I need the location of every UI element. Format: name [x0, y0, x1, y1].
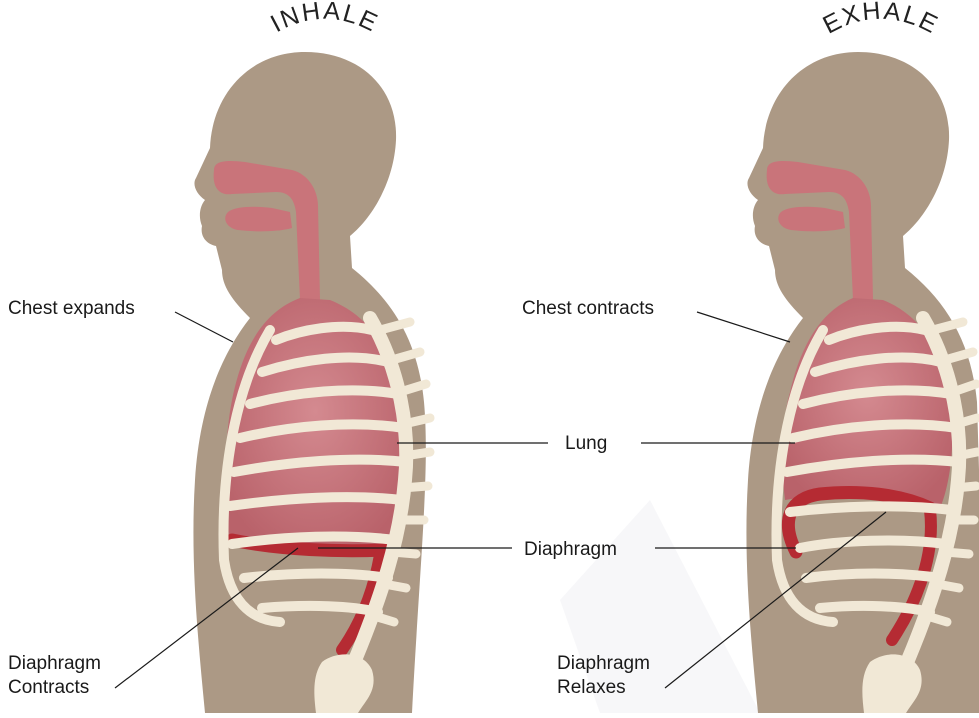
label-chest-expands: Chest expands	[8, 297, 135, 321]
label-diaphragm-relaxes: Diaphragm Relaxes	[557, 652, 650, 700]
label-diaphragm-contracts-line1: Diaphragm	[8, 652, 101, 676]
label-diaphragm-contracts-line2: Contracts	[8, 676, 101, 700]
label-diaphragm-relaxes-line1: Diaphragm	[557, 652, 650, 676]
exhale-figure	[746, 52, 979, 713]
leader-chest-contracts	[697, 312, 790, 342]
inhale-figure	[193, 52, 430, 713]
exhale-title: EXHALE	[818, 0, 943, 40]
label-diaphragm-contracts: Diaphragm Contracts	[8, 652, 101, 700]
exhale-mouth-cavity	[778, 207, 845, 232]
label-diaphragm: Diaphragm	[524, 538, 617, 562]
label-diaphragm-relaxes-line2: Relaxes	[557, 676, 650, 700]
inhale-title: INHALE	[266, 0, 383, 38]
leader-chest-expands	[175, 312, 233, 342]
label-chest-contracts: Chest contracts	[522, 297, 654, 321]
inhale-mouth-cavity	[225, 207, 292, 232]
label-lung: Lung	[565, 432, 607, 456]
